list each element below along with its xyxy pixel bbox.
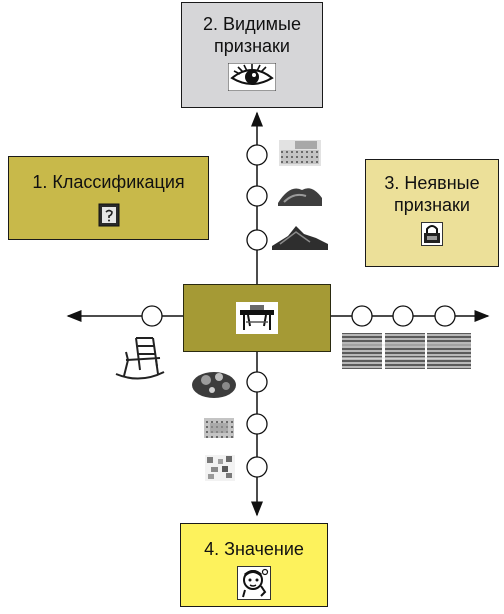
axis-node — [246, 229, 268, 251]
eye-icon — [228, 63, 276, 91]
rocking-chair-icon — [115, 337, 165, 380]
striped-texture-2 — [385, 333, 425, 369]
classification-box: 1. Классификация — [8, 156, 209, 240]
textured-pattern-thumbnail — [279, 140, 321, 166]
axis-node — [246, 413, 268, 435]
axis-node — [141, 305, 163, 327]
landscape-thumbnail — [272, 226, 328, 250]
implicit-features-title-line1: 3. Неявные — [384, 173, 480, 193]
axis-node — [351, 305, 373, 327]
speckled-texture-thumbnail — [204, 418, 234, 438]
visible-features-title-line1: 2. Видимые — [203, 14, 301, 34]
visible-features-box: 2. Видимые признаки — [181, 2, 323, 108]
axis-node — [246, 456, 268, 478]
padlock-icon — [421, 222, 443, 246]
book-icon — [98, 203, 119, 227]
striped-texture-3 — [427, 333, 471, 369]
axis-node — [246, 144, 268, 166]
meaning-title: 4. Значение — [204, 539, 304, 559]
striped-texture-1 — [342, 333, 382, 369]
terrain-mound-thumbnail — [278, 188, 322, 206]
axis-node — [392, 305, 414, 327]
table-icon — [236, 302, 278, 334]
thinking-person-icon — [237, 566, 271, 600]
visible-features-title-line2: признаки — [214, 36, 290, 56]
bowl-of-fruit-thumbnail — [192, 372, 236, 398]
meaning-box: 4. Значение — [180, 523, 328, 607]
center-box — [183, 284, 331, 352]
scattered-pattern-thumbnail — [205, 455, 235, 481]
classification-title: 1. Классификация — [32, 172, 185, 192]
axis-node — [246, 371, 268, 393]
axis-node — [246, 185, 268, 207]
axis-node — [434, 305, 456, 327]
implicit-features-box: 3. Неявные признаки — [365, 159, 499, 267]
implicit-features-title-line2: признаки — [394, 195, 470, 215]
